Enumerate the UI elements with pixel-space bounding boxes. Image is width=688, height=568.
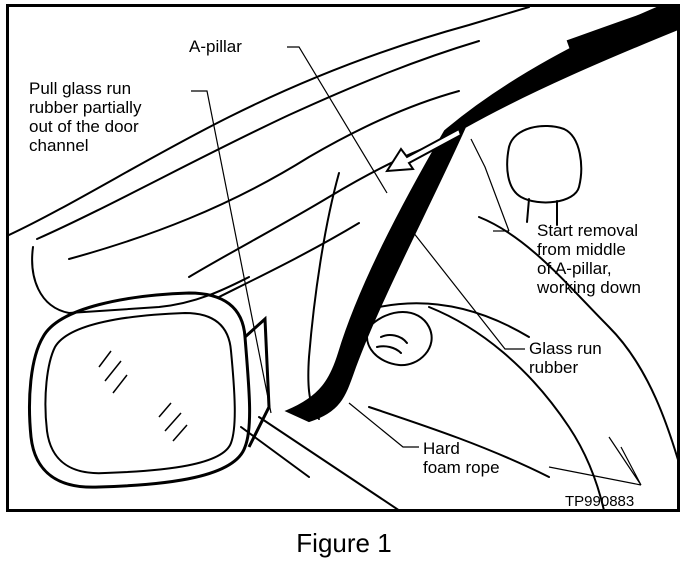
reference-code: TP990883 bbox=[565, 493, 635, 510]
seat-line-1 bbox=[478, 216, 677, 460]
roof-outline bbox=[9, 7, 530, 236]
mirror-glare-1 bbox=[98, 350, 128, 394]
hand-outline bbox=[366, 311, 433, 367]
door-sill-2 bbox=[240, 426, 310, 478]
leader-a-pillar bbox=[287, 46, 388, 194]
leader-seat-2 bbox=[608, 436, 642, 486]
roof-inner-line bbox=[36, 40, 480, 240]
channel-lower bbox=[218, 222, 360, 298]
dash-line bbox=[378, 302, 530, 338]
headrest-post bbox=[526, 198, 558, 226]
mirror-housing-back bbox=[31, 246, 250, 314]
label-hard-foam-rope: Hard foam rope bbox=[423, 439, 500, 477]
removal-arrow bbox=[385, 127, 463, 173]
label-a-pillar: A-pillar bbox=[189, 37, 242, 56]
label-glass-run-rubber: Glass run rubber bbox=[529, 339, 602, 377]
seat-line-3 bbox=[368, 406, 550, 478]
leader-hard-foam bbox=[348, 402, 419, 448]
mirror-base bbox=[243, 315, 271, 448]
side-mirror bbox=[28, 291, 271, 489]
a-pillar-shape bbox=[284, 7, 677, 423]
mirror-glass bbox=[44, 311, 236, 475]
door-sill bbox=[258, 416, 399, 509]
leader-lines bbox=[191, 46, 642, 486]
door-channel-inner bbox=[188, 142, 440, 278]
mirror-outer bbox=[28, 291, 252, 489]
mirror-glare-2 bbox=[158, 402, 188, 442]
seat-line-2 bbox=[428, 306, 605, 509]
label-start-removal: Start removal from middle of A-pillar, w… bbox=[537, 221, 641, 297]
a-pillar-top-band bbox=[566, 7, 677, 54]
label-pull-glass-run: Pull glass run rubber partially out of t… bbox=[29, 79, 142, 155]
figure-caption: Figure 1 bbox=[296, 528, 392, 558]
a-pillar-illustration bbox=[9, 7, 677, 509]
leader-glass-run bbox=[408, 226, 525, 350]
leader-start-removal bbox=[470, 138, 510, 232]
door-channel-top bbox=[68, 90, 460, 260]
headrest bbox=[506, 125, 583, 204]
figure-frame: A-pillar Pull glass run rubber partially… bbox=[6, 4, 680, 512]
leader-pull-glass bbox=[191, 90, 272, 414]
hand-fingers bbox=[376, 334, 408, 354]
leader-seat-1 bbox=[548, 466, 642, 486]
